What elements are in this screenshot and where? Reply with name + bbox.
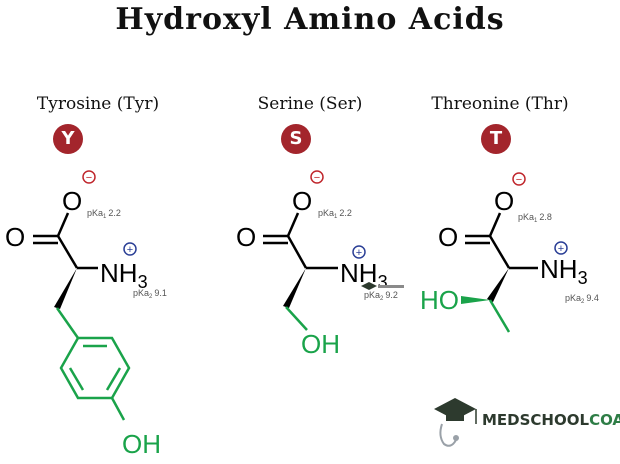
threonine-green-wedge-bond — [461, 296, 490, 304]
serine-wedge-bond — [283, 268, 306, 308]
svg-text:−: − — [314, 172, 320, 184]
svg-text:+: + — [356, 247, 362, 259]
serine-carboxylate-o: O — [292, 186, 312, 216]
tyrosine-carbonyl-o: O — [5, 222, 25, 252]
tyrosine-carboxylate-o: O — [62, 186, 82, 216]
threonine-negative-charge-icon — [512, 172, 526, 186]
tyrosine-hydroxyl: OH — [122, 429, 161, 459]
svg-text:−: − — [86, 172, 92, 184]
threonine-name: Threonine (Thr) — [431, 94, 569, 114]
threonine-positive-charge-icon — [554, 241, 568, 255]
serine-negative-charge-icon — [310, 170, 324, 184]
svg-text:+: + — [127, 244, 133, 256]
serine-watermark-logo-icon — [361, 282, 404, 290]
serine-positive-charge-icon — [352, 245, 366, 259]
threonine-code-badge: T — [481, 124, 511, 154]
svg-text:−: − — [516, 174, 522, 186]
tyrosine-amine: NH3 — [100, 258, 148, 292]
tyrosine-code-badge: Y — [53, 124, 83, 154]
graduation-cap-stethoscope-icon — [434, 398, 477, 447]
threonine-carboxylate-o: O — [494, 186, 514, 216]
serine-amine: NH3 — [340, 258, 388, 292]
tyrosine-name: Tyrosine (Tyr) — [36, 94, 160, 114]
serine-code-badge: S — [281, 124, 311, 154]
serine-hydroxyl: OH — [301, 329, 340, 359]
page-title: Hydroxyl Amino Acids — [115, 2, 505, 37]
threonine-carbonyl-o: O — [438, 222, 458, 252]
tyrosine-negative-charge-icon — [82, 170, 96, 184]
serine-name: Serine (Ser) — [257, 94, 363, 114]
threonine-wedge-bond — [487, 268, 509, 302]
tyrosine-positive-charge-icon — [123, 242, 137, 256]
serine-carbonyl-o: O — [236, 222, 256, 252]
medschoolcoach-logo: MEDSCHOOLCOACH — [482, 411, 620, 429]
threonine-hydroxyl: HO — [420, 285, 459, 315]
svg-text:+: + — [558, 243, 564, 255]
tyrosine-wedge-bond — [54, 268, 77, 309]
threonine-amine: NH3 — [540, 254, 588, 288]
